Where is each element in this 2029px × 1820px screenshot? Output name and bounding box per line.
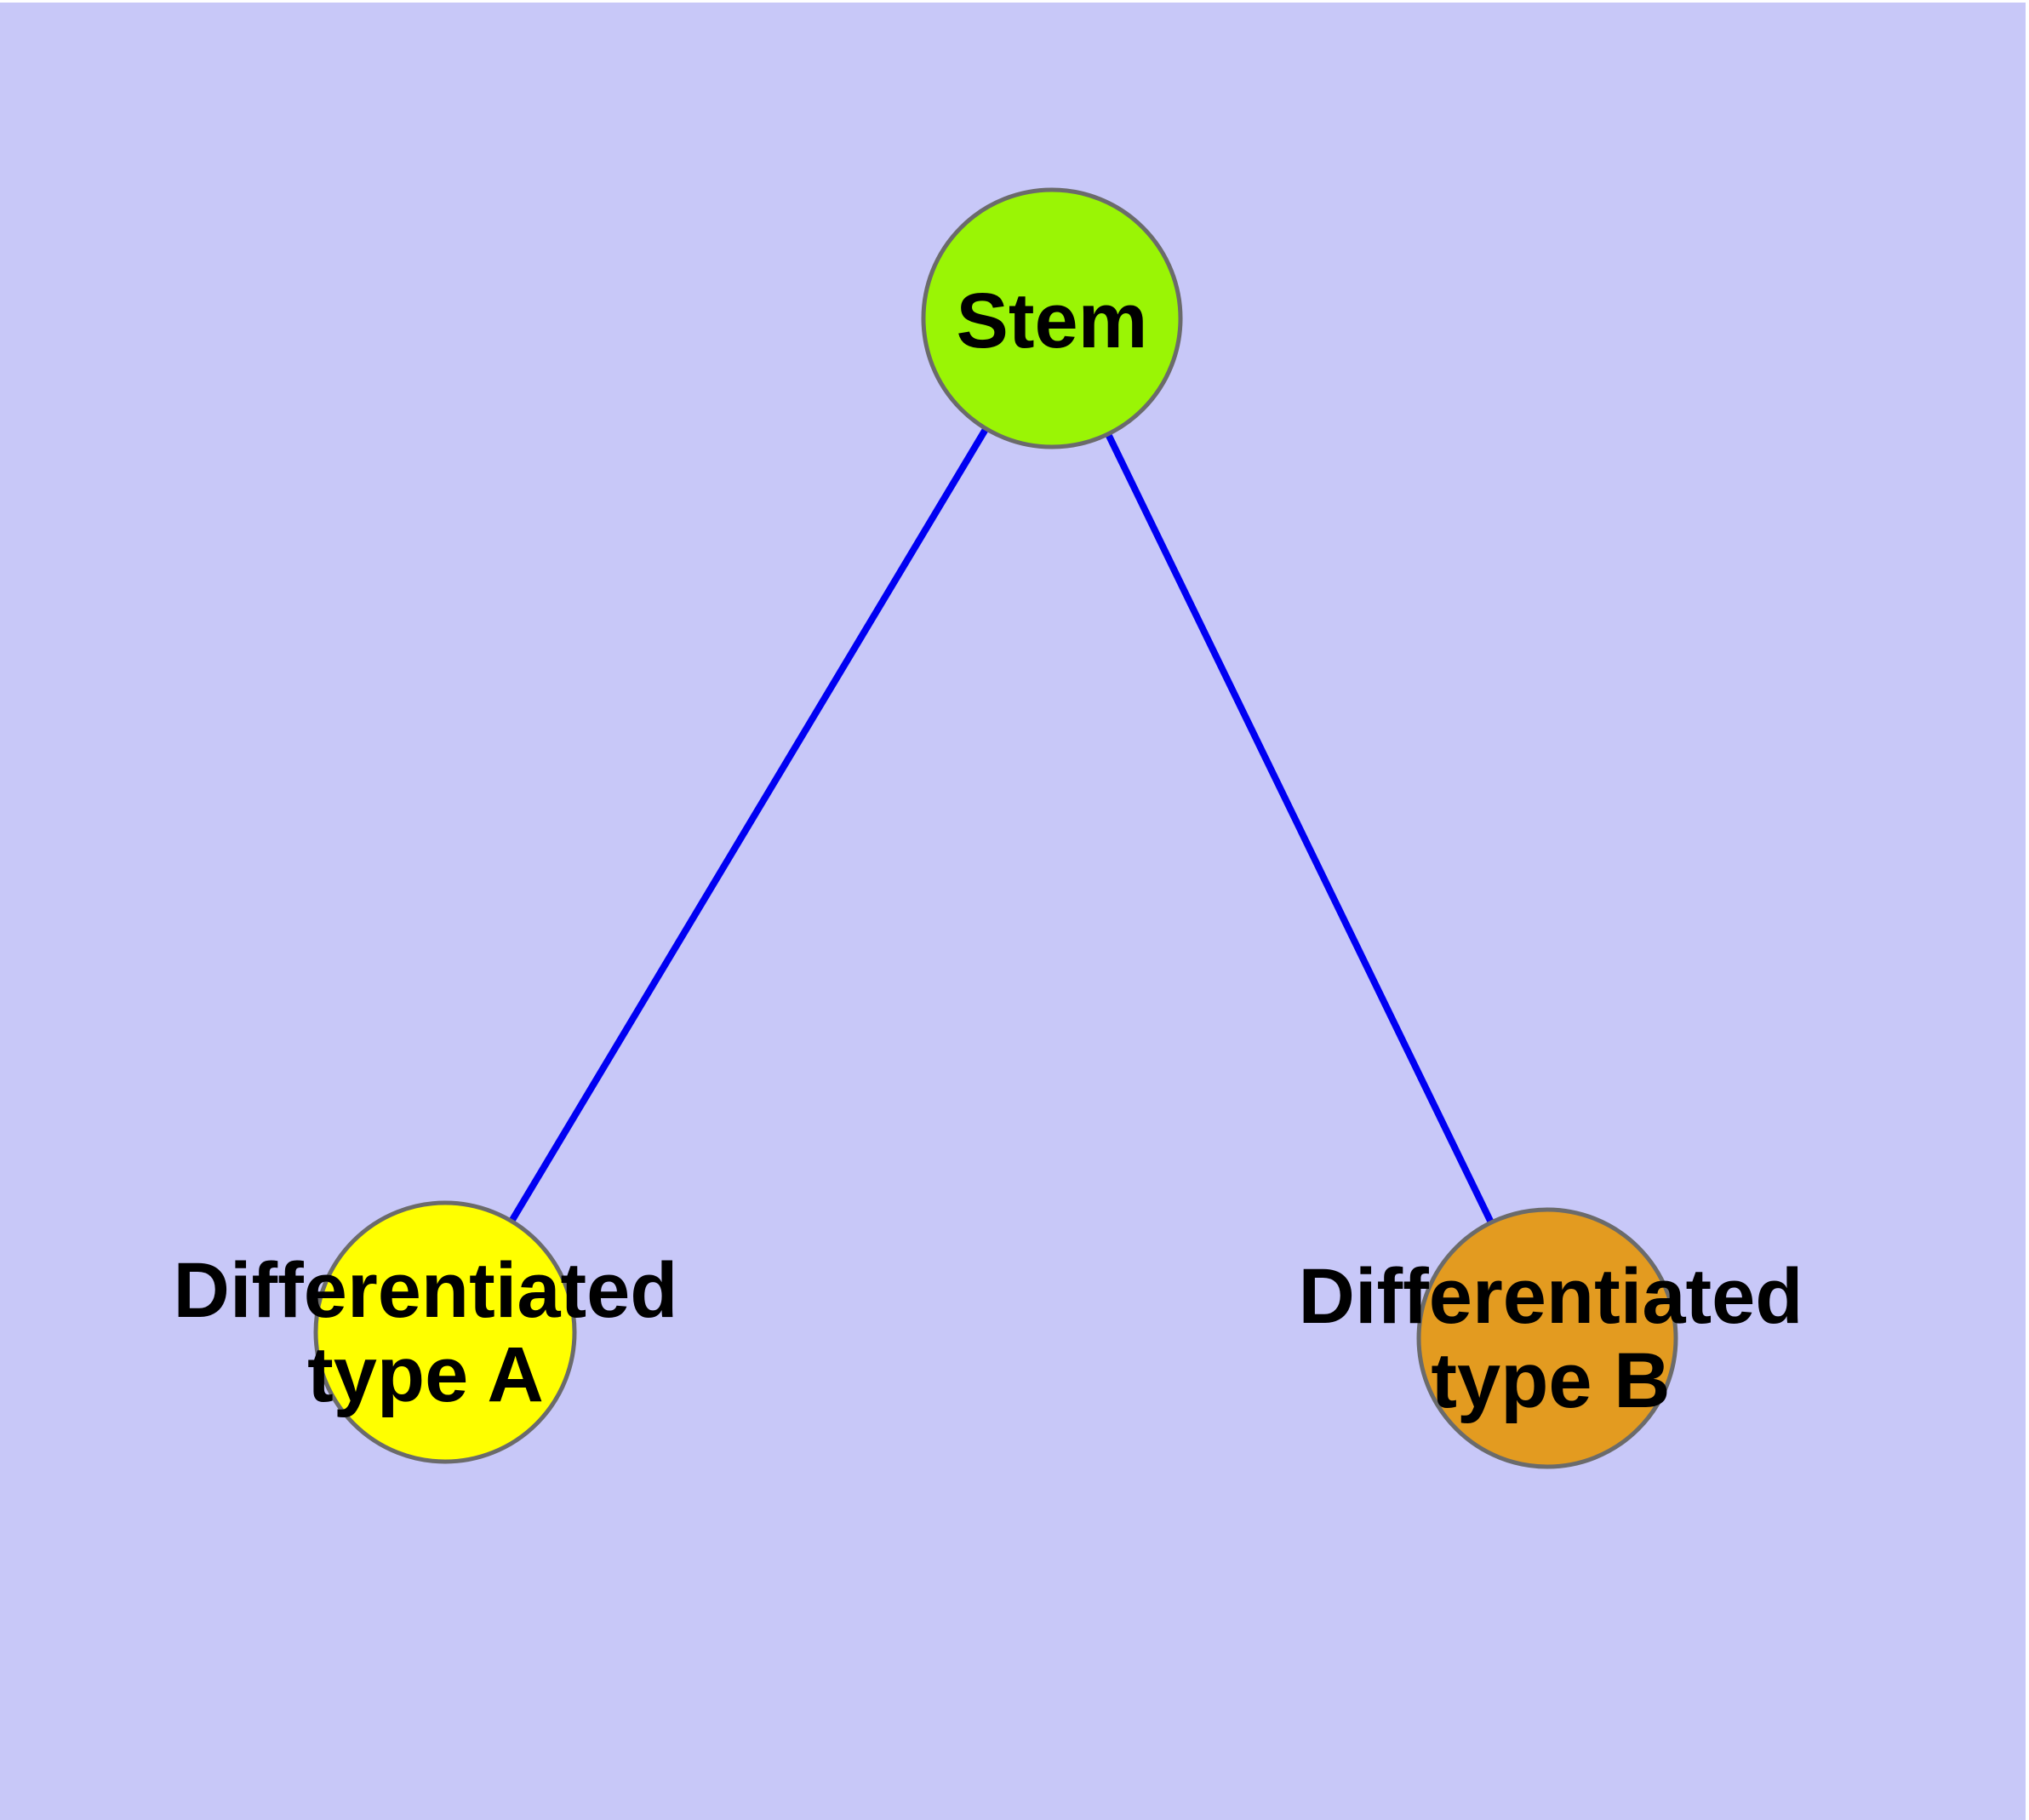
node-stem [921,187,1183,449]
node-type-a [313,1200,577,1464]
node-type-a-label-line1: Differentiated [174,1247,678,1334]
node-stem-label: Stem [957,278,1148,364]
edge-stem-to-type-b [1049,317,1551,1340]
node-type-b [1416,1207,1678,1469]
graph-canvas: Stem Differentiated type A Differentiate… [0,3,2026,1820]
node-type-b-label-line1: Differentiated [1299,1253,1803,1340]
edge-stem-to-type-a [442,316,1055,1335]
node-type-a-label-line2: type A [307,1331,544,1418]
node-type-b-label-line2: type B [1431,1337,1670,1424]
